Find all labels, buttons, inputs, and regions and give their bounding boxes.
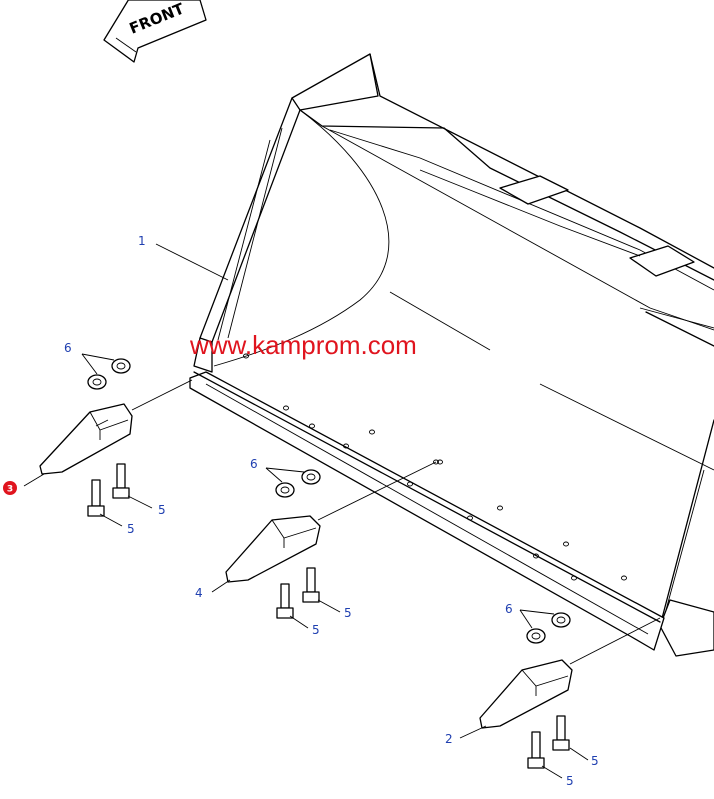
bucket xyxy=(189,53,714,657)
watermark: www.kamprom.com xyxy=(189,330,417,360)
front-direction-arrow: FRONT xyxy=(103,0,207,63)
callout-bolt: 5 xyxy=(127,522,135,536)
bolt-icon xyxy=(112,487,130,499)
nut-icon xyxy=(275,482,295,498)
callout-tooth-left: 3 xyxy=(7,485,13,495)
cutting-edge-holes xyxy=(283,405,627,581)
callout-nut: 6 xyxy=(505,602,513,616)
bolt-icon xyxy=(552,739,570,751)
callout-tooth-left-marker[interactable]: 3 xyxy=(3,481,17,495)
bolt-icon xyxy=(527,757,545,769)
callout-bolt: 5 xyxy=(591,754,599,768)
callout-tooth-right: 2 xyxy=(445,732,453,746)
tooth-assembly-left xyxy=(39,358,133,517)
nut-icon xyxy=(111,358,131,374)
leader-lines xyxy=(23,243,661,779)
callout-bolt: 5 xyxy=(566,774,574,788)
nut-icon xyxy=(551,612,571,628)
nut-icon xyxy=(526,628,546,644)
nut-icon xyxy=(301,469,321,485)
callout-bolt: 5 xyxy=(344,606,352,620)
tooth-assembly-center xyxy=(225,469,321,619)
callout-bolt: 5 xyxy=(158,503,166,517)
callout-bucket: 1 xyxy=(138,234,146,248)
nut-icon xyxy=(87,374,107,390)
tooth-assembly-right xyxy=(479,612,573,769)
callout-labels: 1 6 5 5 6 4 5 5 6 2 5 5 xyxy=(64,234,599,788)
bolt-icon xyxy=(302,591,320,603)
callout-nut: 6 xyxy=(64,341,72,355)
callout-bolt: 5 xyxy=(312,623,320,637)
highlight-marker-icon xyxy=(3,481,17,495)
callout-tooth-center: 4 xyxy=(195,586,203,600)
callout-nut: 6 xyxy=(250,457,258,471)
